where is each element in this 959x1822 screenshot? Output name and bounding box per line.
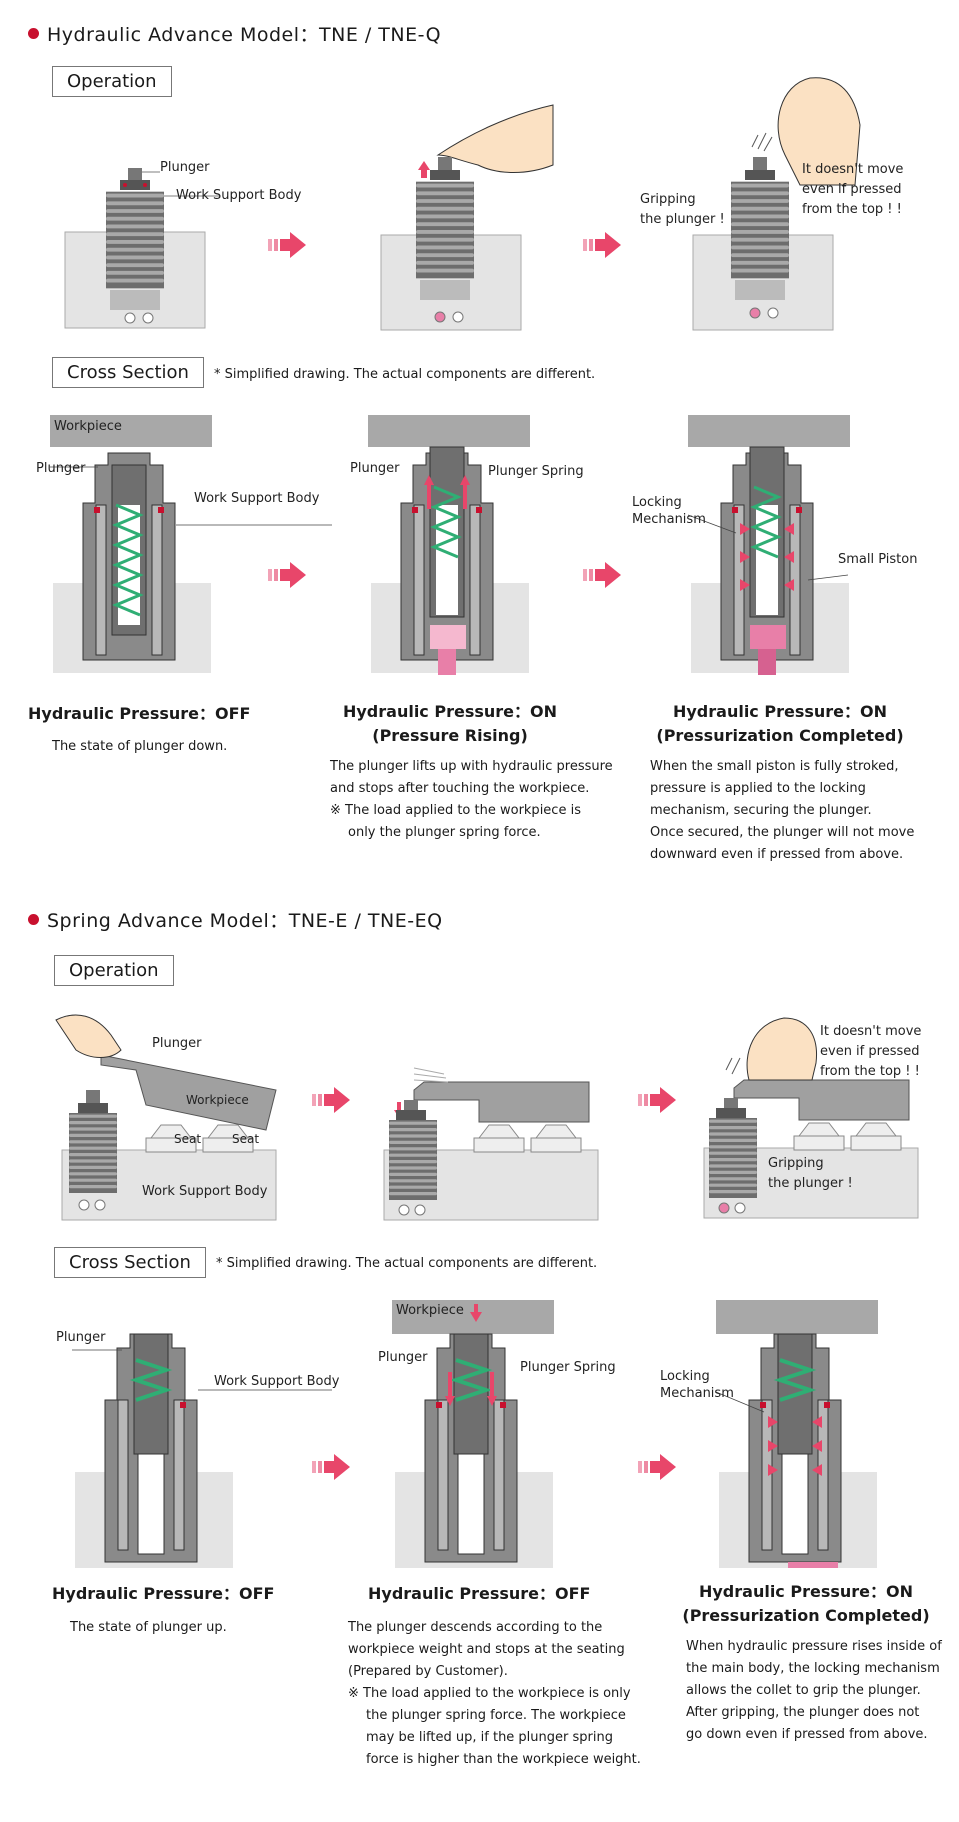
state-title: Hydraulic Pressure：ON (Pressurization Co… — [656, 702, 904, 745]
small-piston-label: Small Piston — [838, 552, 918, 567]
spring-cross-section-2 — [392, 1300, 554, 1568]
flow-arrow-icon — [583, 562, 621, 588]
hydraulic-operation-1 — [64, 168, 220, 329]
spring-cross-section-3 — [715, 1300, 878, 1568]
plunger-spring-label: Plunger Spring — [488, 464, 584, 479]
workpiece-label: Workpiece — [396, 1303, 464, 1318]
state-title: Hydraulic Pressure：ON (Pressure Rising) — [342, 702, 558, 745]
locking-mechanism-label: Locking Mechanism — [632, 495, 706, 527]
flow-arrow-icon — [638, 1087, 676, 1113]
flow-arrow-icon — [268, 562, 306, 588]
state-title: Hydraulic Pressure：OFF — [28, 704, 251, 723]
flow-arrow-icon — [583, 232, 621, 258]
state-description: The state of plunger up. — [70, 1620, 227, 1635]
operation-label: Operation — [52, 66, 172, 97]
doesnt-move-label: It doesn't move even if pressed from the… — [820, 1024, 922, 1079]
spring-cross-section-1 — [72, 1333, 332, 1568]
gripping-label: Gripping the plunger ! — [640, 192, 725, 227]
plunger-spring-label: Plunger Spring — [520, 1360, 616, 1375]
locking-mechanism-label: Locking Mechanism — [660, 1369, 734, 1401]
work-support-body-label: Work Support Body — [194, 491, 320, 506]
plunger-label: Plunger — [36, 461, 86, 476]
doesnt-move-label: It doesn't move even if pressed from the… — [802, 162, 904, 217]
bullet-dot-icon — [28, 914, 39, 925]
hydraulic-cross-section-3 — [687, 415, 850, 675]
hydraulic-operation-2 — [380, 104, 554, 331]
bullet-dot-icon — [28, 28, 39, 39]
gripping-label: Gripping the plunger ! — [768, 1156, 853, 1191]
flow-arrow-icon — [312, 1454, 350, 1480]
flow-arrow-icon — [268, 232, 306, 258]
state-title: Hydraulic Pressure：OFF — [368, 1584, 591, 1603]
state-title: Hydraulic Pressure：ON (Pressurization Co… — [682, 1582, 930, 1625]
hydraulic-section-title: Hydraulic Advance Model：TNE / TNE-Q — [28, 20, 441, 47]
hydraulic-cross-section-1 — [50, 415, 332, 673]
plunger-label: Plunger — [160, 160, 210, 175]
cross-section-label: Cross Section — [54, 1247, 206, 1278]
state-description: The state of plunger down. — [52, 739, 228, 754]
spring-operation-3 — [703, 1017, 919, 1219]
work-support-body-label: Work Support Body — [214, 1374, 340, 1389]
plunger-label: Plunger — [378, 1350, 428, 1365]
plunger-label: Plunger — [152, 1036, 202, 1051]
hydraulic-cross-section-2 — [368, 415, 530, 675]
plunger-label: Plunger — [350, 461, 400, 476]
state-title: Hydraulic Pressure：OFF — [52, 1584, 275, 1603]
spring-operation-1 — [55, 1014, 277, 1221]
state-description: When hydraulic pressure rises inside of … — [686, 1639, 942, 1742]
spring-section-title: Spring Advance Model：TNE-E / TNE-EQ — [28, 906, 443, 933]
state-description: The plunger lifts up with hydraulic pres… — [330, 759, 613, 840]
work-support-body-label: Work Support Body — [142, 1184, 268, 1199]
workpiece-label: Workpiece — [54, 419, 122, 434]
spring-operation-2 — [383, 1067, 599, 1221]
simplified-note: * Simplified drawing. The actual compone… — [214, 367, 596, 382]
state-description: When the small piston is fully stroked, … — [650, 759, 915, 862]
flow-arrow-icon — [312, 1087, 350, 1113]
seat-label: Seat — [232, 1132, 260, 1146]
simplified-note: * Simplified drawing. The actual compone… — [216, 1256, 598, 1271]
state-description: The plunger descends according to the wo… — [348, 1620, 641, 1767]
work-support-body-label: Work Support Body — [176, 188, 302, 203]
operation-label: Operation — [54, 955, 174, 986]
cross-section-label: Cross Section — [52, 357, 204, 388]
plunger-label: Plunger — [56, 1330, 106, 1345]
seat-label: Seat — [174, 1132, 202, 1146]
workpiece-label: Workpiece — [186, 1093, 249, 1107]
flow-arrow-icon — [638, 1454, 676, 1480]
hydraulic-operation-3 — [692, 77, 861, 331]
